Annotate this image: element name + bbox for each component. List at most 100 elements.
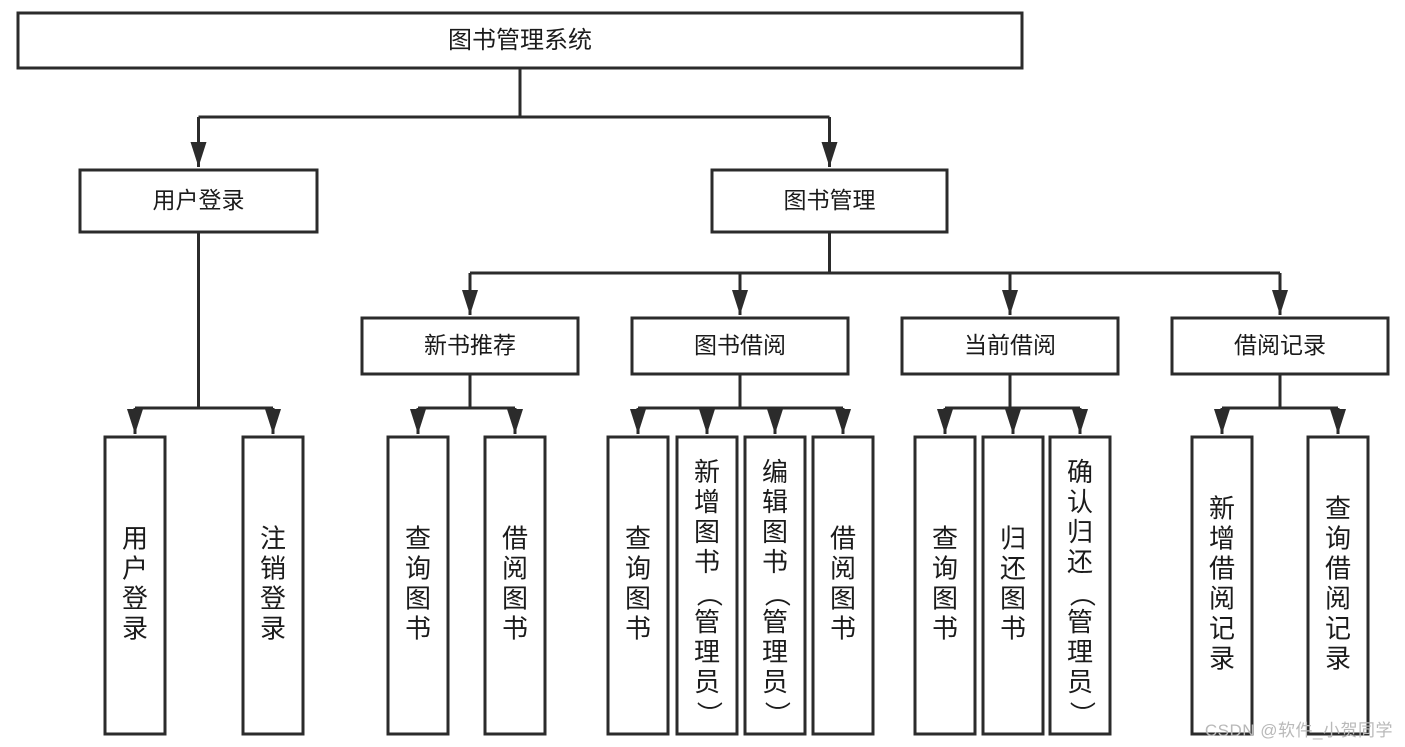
leaf-label-char: 录 xyxy=(260,613,286,643)
node-level2-用户登录[interactable]: 用户登录 xyxy=(78,168,319,234)
node-box xyxy=(710,168,949,234)
node-label-level3: 图书借阅 xyxy=(694,332,786,358)
node-label-level3: 新书推荐 xyxy=(424,332,516,358)
arrow-head-icon xyxy=(821,142,838,167)
arrow-head-icon xyxy=(1330,409,1346,434)
node-box xyxy=(743,435,807,736)
leaf-label-char: 认 xyxy=(1067,487,1093,517)
node-box xyxy=(360,316,580,376)
node-box xyxy=(1170,316,1390,376)
leaf-label-char: 图 xyxy=(502,583,528,613)
leaf-label-char: 查 xyxy=(1325,493,1351,523)
node-box xyxy=(386,435,450,736)
node-label-level2: 用户登录 xyxy=(153,187,245,213)
node-level3-图书借阅[interactable]: 图书借阅 xyxy=(630,316,850,376)
arrow-head-icon xyxy=(1005,409,1021,434)
leaf-label-char: 借 xyxy=(830,523,856,553)
arrow-head-icon xyxy=(699,409,715,434)
leaf-label-char: （ xyxy=(762,581,792,607)
leaf-label-char: 记 xyxy=(1209,613,1235,643)
node-level2-图书管理[interactable]: 图书管理 xyxy=(710,168,949,234)
arrow-head-icon xyxy=(1002,290,1018,315)
leaf-label-char: 归 xyxy=(1067,517,1093,547)
arrow-head-icon xyxy=(732,290,748,315)
leaf-label-char: 理 xyxy=(762,637,788,667)
node-root-图书管理系统[interactable]: 图书管理系统 xyxy=(16,11,1024,70)
leaf-label-char: 书 xyxy=(1000,613,1026,643)
leaf-label-char: 增 xyxy=(694,487,720,517)
leaf-label-char: 询 xyxy=(405,553,431,583)
arrow-head-icon xyxy=(410,409,426,434)
node-label-level3: 当前借阅 xyxy=(964,332,1056,358)
leaf-label-char: 新 xyxy=(694,457,720,487)
leaf-label-char: 管 xyxy=(694,607,720,637)
node-level3-当前借阅[interactable]: 当前借阅 xyxy=(900,316,1120,376)
leaf-label-char: 阅 xyxy=(1325,583,1351,613)
node-level3-新书推荐[interactable]: 新书推荐 xyxy=(360,316,580,376)
leaf-label-char: 询 xyxy=(1325,523,1351,553)
leaf-label-char: （ xyxy=(1067,581,1097,607)
leaf-label-char: 归 xyxy=(1000,523,1026,553)
arrow-head-icon xyxy=(630,409,646,434)
leaf-label-char: 登 xyxy=(122,583,148,613)
leaf-label-char: 查 xyxy=(405,523,431,553)
node-box xyxy=(1190,435,1254,736)
node-label-level3: 借阅记录 xyxy=(1234,332,1326,358)
leaf-label-char: 确 xyxy=(1067,457,1093,487)
leaf-label-char: 还 xyxy=(1067,547,1093,577)
arrow-head-icon xyxy=(265,409,281,434)
leaf-label-char: 书 xyxy=(405,613,431,643)
leaf-label-char: 户 xyxy=(122,553,148,583)
arrow-head-icon xyxy=(507,409,523,434)
node-box xyxy=(78,168,319,234)
leaf-label-char: 管 xyxy=(1067,607,1093,637)
leaf-label-char: 书 xyxy=(830,613,856,643)
node-level3-借阅记录[interactable]: 借阅记录 xyxy=(1170,316,1390,376)
node-box xyxy=(675,435,739,736)
leaf-label-char: 查 xyxy=(625,523,651,553)
leaf-label-char: 登 xyxy=(260,583,286,613)
leaf-label-char: 用 xyxy=(122,523,148,553)
node-box xyxy=(1048,435,1112,736)
node-leaf-0[interactable]: 用户登录 xyxy=(103,435,167,736)
arrow-head-icon xyxy=(937,409,953,434)
leaf-label-char: 阅 xyxy=(830,553,856,583)
node-label-level2: 图书管理 xyxy=(784,187,876,213)
leaf-label-char: （ xyxy=(694,581,724,607)
leaf-label-char: 书 xyxy=(625,613,651,643)
leaf-label-char: 录 xyxy=(1209,643,1235,673)
leaf-label-char: 书 xyxy=(932,613,958,643)
leaf-label-char: 查 xyxy=(932,523,958,553)
leaf-label-char: 销 xyxy=(260,553,286,583)
node-box xyxy=(811,435,875,736)
leaf-label-char: 理 xyxy=(694,637,720,667)
leaf-label-char: 增 xyxy=(1209,523,1235,553)
node-box xyxy=(103,435,167,736)
leaf-label-char: 图 xyxy=(1000,583,1026,613)
leaf-label-char: 阅 xyxy=(502,553,528,583)
leaf-label-char: 员 xyxy=(762,667,788,697)
arrow-head-icon xyxy=(462,290,478,315)
node-box xyxy=(606,435,670,736)
leaf-label-char: 书 xyxy=(502,613,528,643)
leaf-label-char: 录 xyxy=(1325,643,1351,673)
